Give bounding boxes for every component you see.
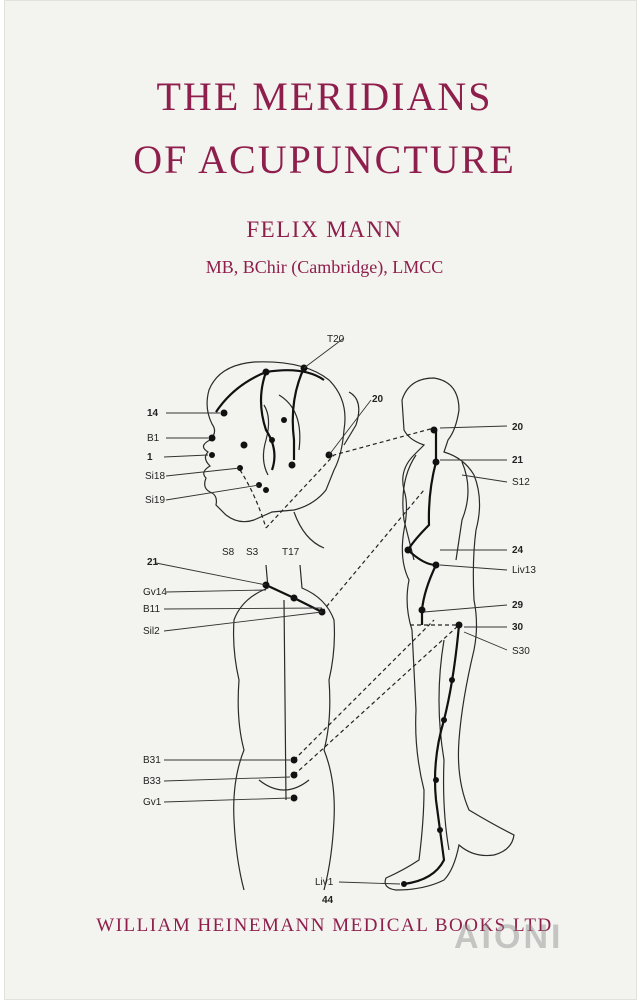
watermark-logo: AIONI <box>454 918 564 956</box>
publisher-name: WILLIAM HEINEMANN MEDICAL BOOKS LTD <box>96 915 553 936</box>
label-liv1: Liv1 <box>315 877 334 888</box>
label-14: 14 <box>147 408 159 419</box>
label-b11: B11 <box>143 604 160 615</box>
label-1: 1 <box>147 452 153 463</box>
label-r24: 24 <box>512 545 524 556</box>
label-r20: 20 <box>512 422 524 433</box>
label-l21: 21 <box>147 557 159 568</box>
label-si19: Si19 <box>145 495 165 506</box>
label-gv1: Gv1 <box>143 797 162 808</box>
label-si18: Si18 <box>145 471 165 482</box>
label-s3: S3 <box>246 547 259 558</box>
label-44: 44 <box>322 895 334 906</box>
label-r21: 21 <box>512 455 524 466</box>
label-sil2: Sil2 <box>143 626 160 637</box>
label-t17: T17 <box>282 547 300 558</box>
title-line-1: THE MERIDIANS <box>156 74 493 119</box>
label-s12: S12 <box>512 477 530 488</box>
book-cover: THE MERIDIANS OF ACUPUNCTURE FELIX MANN … <box>4 0 637 1000</box>
label-head-20: 20 <box>372 394 384 405</box>
author-name: FELIX MANN <box>246 217 403 242</box>
author-credentials: MB, BChir (Cambridge), LMCC <box>205 257 444 277</box>
head-figure <box>202 361 360 549</box>
label-r30: 30 <box>512 622 524 633</box>
label-liv13: Liv13 <box>512 565 536 576</box>
back-figure <box>232 564 336 891</box>
label-s30: S30 <box>512 646 530 657</box>
label-b33: B33 <box>143 776 161 787</box>
acupuncture-illustration: T20 20 14 B1 1 Si18 Si19 S8 S3 T17 20 21… <box>143 334 536 906</box>
label-b31: B31 <box>143 755 161 766</box>
title-line-2: OF ACUPUNCTURE <box>133 137 516 182</box>
label-gv14: Gv14 <box>143 587 167 598</box>
standing-figure <box>384 377 515 891</box>
label-b1: B1 <box>147 433 160 444</box>
label-t20: T20 <box>327 334 345 345</box>
label-r29: 29 <box>512 600 524 611</box>
label-s8: S8 <box>222 547 235 558</box>
